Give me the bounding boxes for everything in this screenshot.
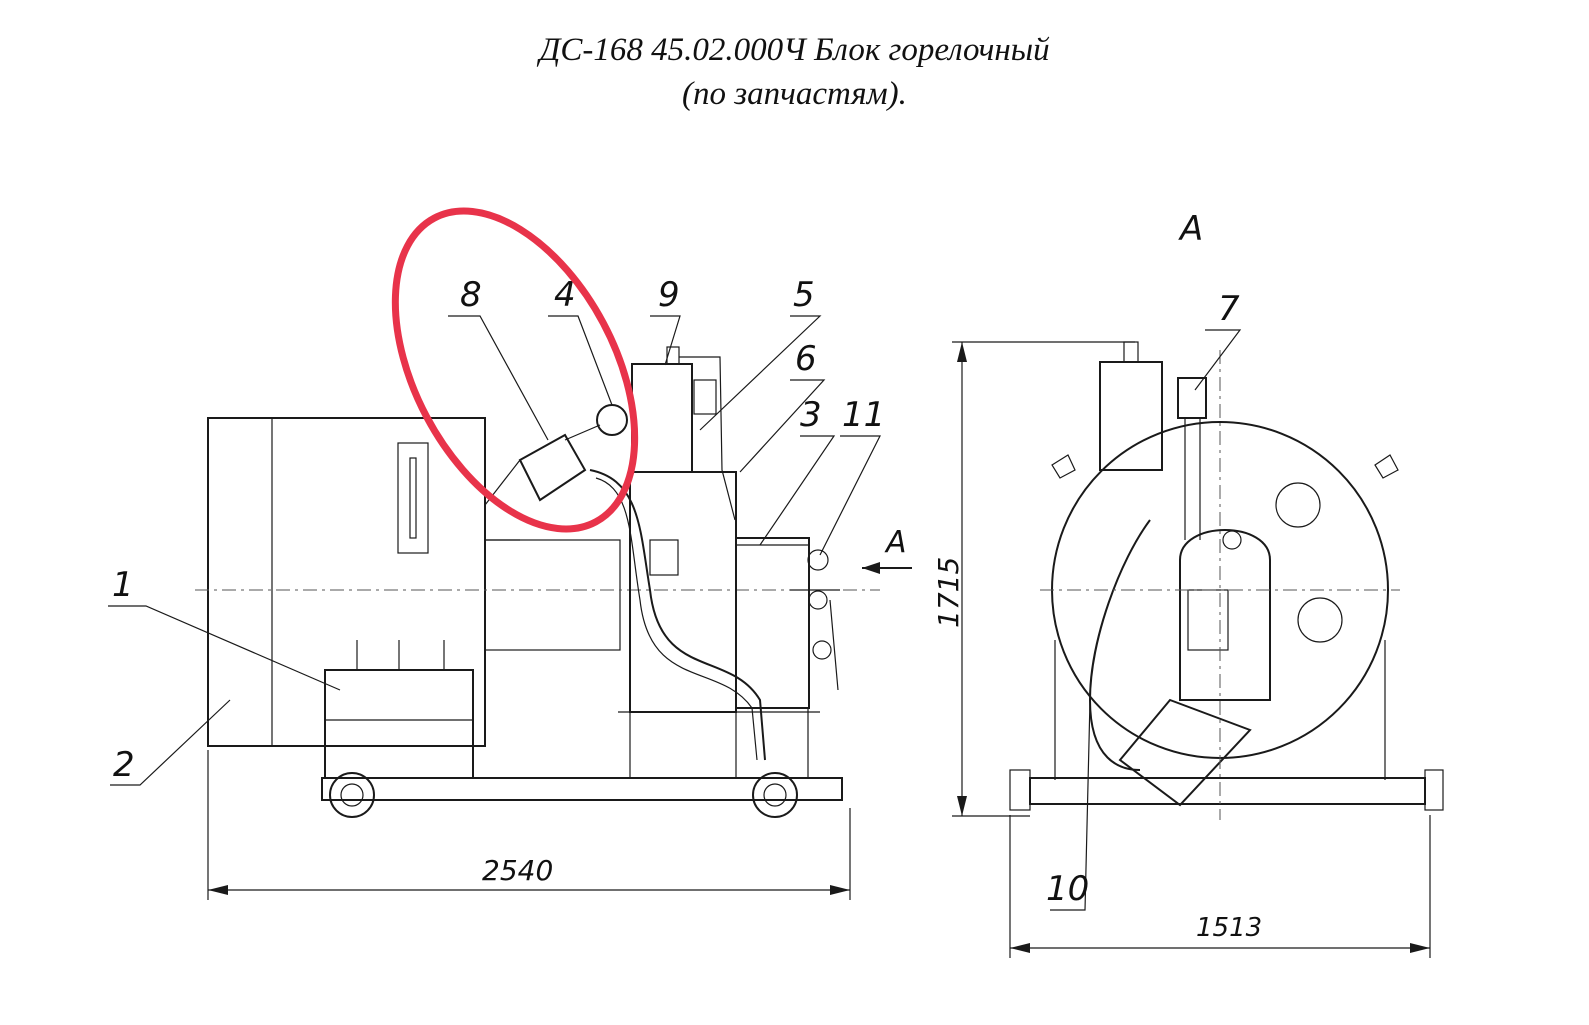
front-hose (1088, 519, 1151, 771)
callout-3: 3 (800, 395, 822, 435)
housing-3 (735, 537, 810, 709)
tank-9 (631, 363, 693, 473)
column-6 (629, 471, 737, 713)
sight-window (397, 442, 429, 554)
callout-4: 4 (554, 275, 576, 315)
dimension-2540: 2540 (482, 854, 553, 887)
drawing-title-line-1: ДС-168 45.02.000Ч Блок горелочный (539, 32, 1050, 68)
wheel-right (752, 772, 798, 818)
callout-2: 2 (113, 745, 135, 785)
callout-11: 11 (842, 395, 885, 435)
box-1 (324, 669, 474, 779)
front-view-label: А (1178, 209, 1203, 249)
callout-1: 1 (112, 565, 134, 605)
fuel-hose (589, 469, 766, 761)
front-view: А 17 (932, 209, 1444, 958)
highlight-ellipse (391, 207, 639, 533)
callout-6: 6 (795, 339, 817, 379)
callout-8: 8 (460, 275, 482, 315)
burner-head-8 (518, 433, 587, 502)
front-base-frame (1029, 777, 1426, 805)
nozzle-4 (596, 404, 628, 436)
front-cone (1118, 698, 1252, 807)
front-tank (1099, 361, 1163, 471)
view-arrow-a-label: А (884, 525, 907, 560)
callout-7: 7 (1218, 289, 1240, 329)
callout-9: 9 (658, 275, 680, 315)
dimension-1513: 1513 (1196, 913, 1262, 943)
wheel-left (329, 772, 375, 818)
front-burner-housing (1179, 529, 1271, 701)
drum-body (207, 417, 486, 747)
front-unit-7 (1177, 377, 1207, 419)
side-view: А 2540 1 2 3 4 5 6 8 9 11 (108, 207, 912, 900)
callout-5: 5 (793, 275, 815, 315)
dimension-1715: 1715 (932, 557, 965, 628)
drawing-title-line-2: (по запчастям). (682, 76, 907, 112)
callout-10: 10 (1046, 869, 1089, 909)
